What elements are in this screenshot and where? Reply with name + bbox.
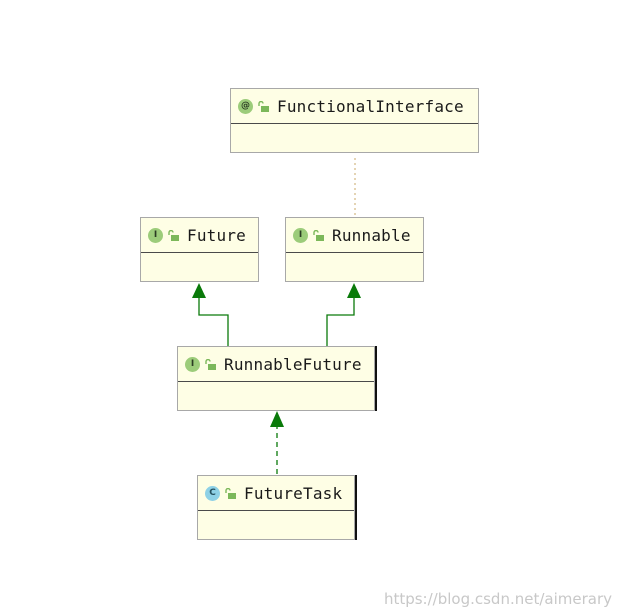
unlocked-icon [258,100,269,112]
extends-edge-runnable [326,298,355,346]
annotation-type-icon: @ [238,98,253,114]
interface-icon: I [185,356,200,372]
watermark: https://blog.csdn.net/aimerary [383,590,612,608]
node-functional-interface[interactable]: @ FunctionalInterface [230,88,479,153]
extends-edge-future [198,298,229,346]
interface-icon: I [293,227,308,243]
extends-arrowhead-future [192,283,206,298]
node-title: Future [187,225,246,245]
unlocked-icon [205,358,216,370]
node-header: C FutureTask [198,476,354,511]
node-header: I Future [141,218,258,253]
node-title: RunnableFuture [224,354,362,374]
node-title: Runnable [332,225,411,245]
node-header: I Runnable [286,218,423,253]
unlocked-icon [225,487,236,499]
node-future-task[interactable]: C FutureTask [197,475,355,540]
extends-arrowhead-runnable [347,283,361,298]
class-icon: C [205,485,220,501]
node-header: @ FunctionalInterface [231,89,478,124]
node-future[interactable]: I Future [140,217,259,282]
implements-arrowhead [270,411,284,427]
interface-icon: I [148,227,163,243]
node-runnable[interactable]: I Runnable [285,217,424,282]
unlocked-icon [168,229,179,241]
node-title: FunctionalInterface [277,96,464,116]
node-header: I RunnableFuture [178,347,374,382]
node-runnable-future[interactable]: I RunnableFuture [177,346,375,411]
node-title: FutureTask [244,483,343,503]
unlocked-icon [313,229,324,241]
